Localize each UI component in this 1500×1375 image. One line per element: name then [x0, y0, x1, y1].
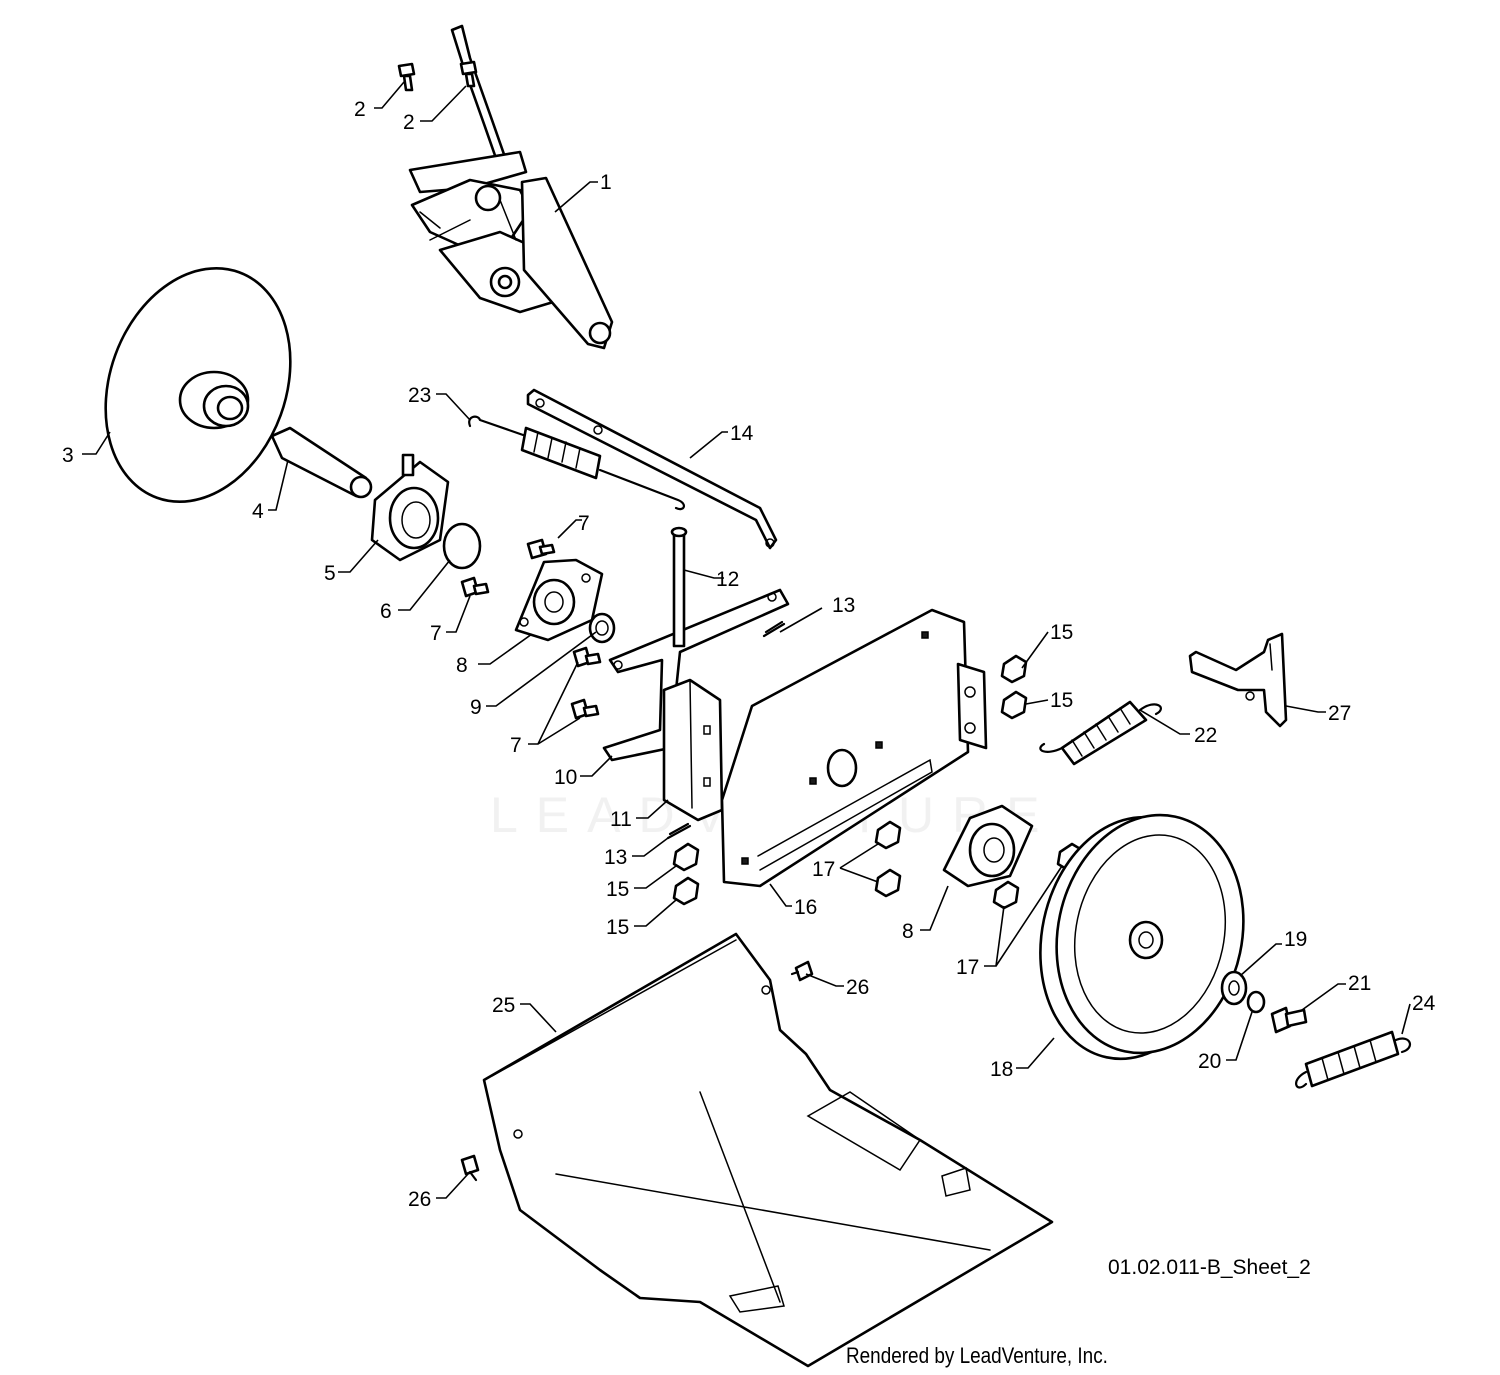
callout-16: 16 [794, 896, 817, 919]
callout-20: 20 [1198, 1050, 1221, 1073]
callout-25: 25 [492, 994, 515, 1017]
part-7-bolt-b [460, 576, 490, 598]
callout-13b: 13 [832, 594, 855, 617]
part-7-bolt-d [570, 698, 600, 720]
part-3-drive-disc [104, 266, 292, 504]
part-8-flange-bearing-right [942, 804, 1034, 888]
callout-labels: 1 2 2 3 4 5 6 7 7 7 8 8 9 10 11 12 13 13… [62, 98, 1436, 1211]
callout-15b: 15 [606, 916, 629, 939]
part-22-spring [1039, 700, 1162, 766]
part-7-bolt-c [572, 646, 602, 668]
part-19-washer [1220, 970, 1248, 1006]
callout-10: 10 [554, 766, 577, 789]
callout-15d: 15 [1050, 689, 1073, 712]
part-2-bolt-right [459, 60, 478, 88]
part-12-pin [670, 526, 688, 648]
callout-13a: 13 [604, 846, 627, 869]
callout-17a: 17 [812, 858, 835, 881]
part-20-lock-washer [1246, 990, 1266, 1014]
part-13-cotter-pin-top [762, 620, 786, 638]
callout-5: 5 [324, 562, 336, 585]
sheet-id: 01.02.011-B_Sheet_2 [1108, 1256, 1311, 1279]
part-16-mounting-plate [720, 608, 988, 888]
part-10-yoke-bracket [602, 588, 790, 762]
callout-6: 6 [380, 600, 392, 623]
callout-7b: 7 [430, 622, 442, 645]
part-13-cotter-pin-bottom [666, 822, 692, 840]
callout-1: 1 [600, 171, 612, 194]
part-15-nut-c [672, 842, 700, 872]
callout-8b: 8 [902, 920, 914, 943]
callout-2a: 2 [354, 98, 366, 121]
callout-14: 14 [730, 422, 754, 445]
part-7-bolt-a [526, 538, 556, 560]
leader-lines [82, 81, 1411, 1199]
part-9-washer [588, 612, 616, 644]
callout-2b: 2 [403, 111, 415, 134]
callout-18: 18 [990, 1058, 1013, 1081]
callout-22: 22 [1194, 724, 1217, 747]
part-1-shift-lever-assembly [408, 24, 614, 350]
part-11-channel-bracket [662, 678, 724, 822]
part-26-screw-top [790, 960, 814, 982]
callout-26a: 26 [408, 1188, 431, 1211]
callout-11: 11 [610, 808, 632, 831]
callout-9: 9 [470, 696, 482, 719]
callout-7c: 7 [510, 734, 522, 757]
part-18-pulley [1039, 813, 1245, 1061]
part-15-nut-b [1000, 690, 1028, 720]
part-15-nut-a [1000, 654, 1028, 684]
part-21-bolt [1270, 1006, 1308, 1034]
callout-4: 4 [252, 500, 264, 523]
part-14-shift-rod [526, 388, 778, 550]
render-credit: Rendered by LeadVenture, Inc. [846, 1343, 1108, 1368]
callout-21: 21 [1348, 972, 1371, 995]
callout-15c: 15 [1050, 621, 1073, 644]
part-8-flange-bearing-left [514, 558, 604, 642]
callout-8a: 8 [456, 654, 468, 677]
part-25-cover [482, 932, 1054, 1368]
part-17-nut-b [874, 868, 902, 898]
part-15-nut-d [672, 876, 700, 906]
part-17-nut-c [992, 880, 1020, 910]
part-26-screw-bottom [460, 1154, 480, 1182]
callout-12: 12 [716, 568, 739, 591]
callout-23: 23 [408, 384, 431, 407]
part-27-bracket [1188, 632, 1288, 728]
part-4-hex-shaft [270, 426, 373, 499]
part-17-nut-a [874, 820, 902, 850]
callout-15a: 15 [606, 878, 629, 901]
part-24-spring [1295, 1030, 1412, 1089]
part-6-retaining-ring [442, 522, 482, 570]
part-5-bearing-housing [370, 453, 450, 562]
callout-27: 27 [1328, 702, 1351, 725]
callout-3: 3 [62, 444, 74, 467]
part-23-spring [468, 415, 685, 511]
callout-26b: 26 [846, 976, 869, 999]
callout-7a: 7 [578, 512, 590, 535]
callout-17b: 17 [956, 956, 979, 979]
part-2-bolt-left [397, 62, 416, 92]
callout-24: 24 [1412, 992, 1436, 1015]
callout-19: 19 [1284, 928, 1307, 951]
